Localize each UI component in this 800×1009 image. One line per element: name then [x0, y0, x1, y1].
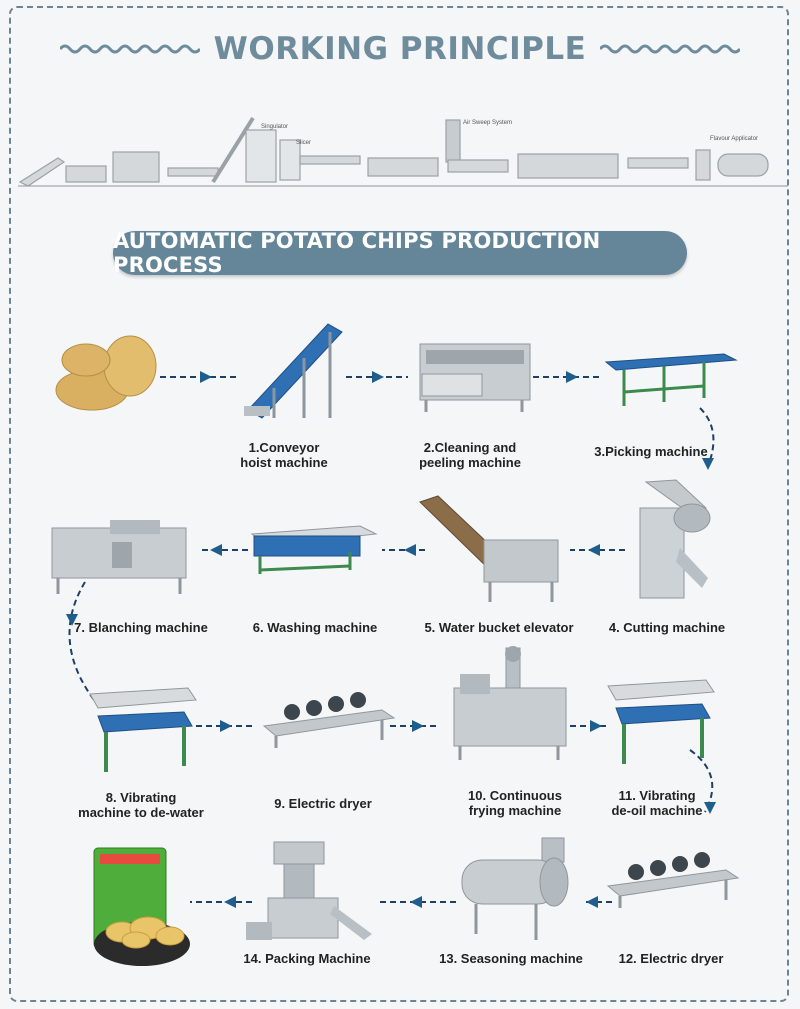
slicer-label: Slicer — [296, 140, 311, 146]
step-1-label: 1.Conveyor hoist machine — [240, 440, 328, 470]
vibrating-machine-icon — [607, 679, 715, 764]
arrow-head-1 — [200, 371, 212, 383]
dashed-frame — [9, 6, 789, 1002]
process-banner: AUTOMATIC POTATO CHIPS PRODUCTION PROCES… — [113, 229, 687, 277]
arrow-head-8 — [66, 614, 78, 626]
left-wave-decoration — [59, 44, 200, 54]
arrow-head-9 — [220, 720, 232, 732]
right-wave-decoration — [600, 44, 741, 54]
step-14-label: 14. Packing Machine — [243, 951, 371, 966]
title-row: WORKING PRINCIPLE — [0, 26, 800, 72]
step-8-label: 8. Vibrating machine to de-water — [78, 790, 204, 820]
flavour-applicator-label: Flavour Applicator — [710, 136, 758, 142]
conveyor-hoist-icon — [244, 323, 343, 419]
step-6-label: 6. Washing machine — [252, 620, 378, 635]
arrow-head-5 — [588, 544, 600, 556]
singulator-label: Singulator — [261, 124, 288, 130]
arrow-head-4 — [702, 458, 714, 470]
raw-potatoes-image — [55, 335, 157, 411]
packing-machine-icon — [246, 841, 372, 940]
page-title: WORKING PRINCIPLE — [213, 31, 587, 67]
step-5-label: 5. Water bucket elevator — [424, 620, 574, 635]
step-9-label: 9. Electric dryer — [274, 796, 372, 811]
seasoning-drum-icon — [461, 837, 569, 940]
electric-dryer-icon — [606, 852, 740, 908]
step-7-label: 7. Blanching machine — [74, 620, 208, 635]
step-13-label: 13. Seasoning machine — [439, 951, 583, 966]
picking-conveyor-icon — [604, 353, 738, 406]
arrow-head-15 — [224, 896, 236, 908]
potato-chips-product-image — [93, 847, 190, 966]
peeling-machine-icon — [419, 343, 531, 412]
step-3-label: 3.Picking machine — [594, 444, 708, 459]
step-11-label: 11. Vibrating de-oil machine — [611, 788, 703, 818]
arrow-head-14 — [410, 896, 422, 908]
electric-dryer-icon — [262, 692, 396, 748]
arrow-head-12 — [704, 802, 716, 814]
cutting-machine-icon — [639, 479, 711, 599]
banner-title: AUTOMATIC POTATO CHIPS PRODUCTION PROCES… — [113, 229, 601, 277]
step-10-label: 10. Continuous frying machine — [468, 788, 562, 818]
arrow-head-2 — [372, 371, 384, 383]
washing-machine-icon — [250, 525, 378, 574]
arrow-head-10 — [412, 720, 424, 732]
frying-machine-icon — [453, 646, 567, 760]
arrow-head-11 — [590, 720, 602, 732]
air-sweep-label: Air Sweep System — [463, 120, 512, 126]
production-line-overview: Singulator Slicer Air Sweep System Flavo… — [18, 116, 788, 187]
step-12-label: 12. Electric dryer — [618, 951, 724, 966]
step-4-label: 4. Cutting machine — [608, 620, 726, 635]
vibrating-machine-icon — [89, 687, 197, 772]
arrow-head-7 — [210, 544, 222, 556]
arrow-head-3 — [566, 371, 578, 383]
flow-arrow-7-to-8 — [68, 581, 95, 701]
bucket-elevator-icon — [419, 495, 559, 602]
step-2-label: 2.Cleaning and peeling machine — [419, 440, 521, 470]
arrow-head-6 — [404, 544, 416, 556]
blanching-machine-icon — [51, 520, 187, 594]
arrow-head-13 — [586, 896, 598, 908]
